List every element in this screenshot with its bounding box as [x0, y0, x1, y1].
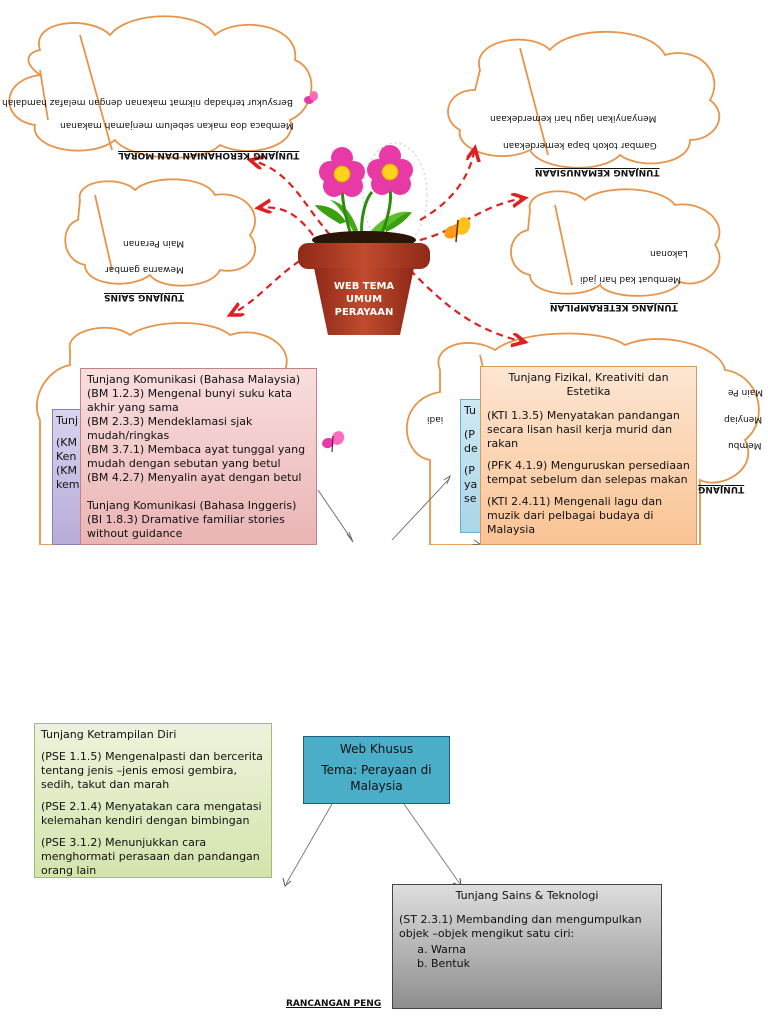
web-khusus-title: Web Khusus: [339, 742, 414, 756]
web-khusus-subtitle: Tema: Perayaan di Malaysia: [321, 763, 432, 793]
cloud-kemanusiaan-title: TUNJANG KEMANUSIAAN: [535, 167, 660, 177]
connector-lines-top: [317, 474, 482, 545]
footer-title: RANCANGAN PENG: [286, 999, 382, 1009]
cloud-right-bottom-item: Membu: [728, 440, 762, 450]
box-tunjang-komunikasi: Tunjang Komunikasi (Bahasa Malaysia) (BM…: [80, 368, 317, 545]
cloud-keterampilan-title: TUNJANG KETERAMPILAN: [550, 302, 678, 312]
cloud-keterampilan: [510, 188, 721, 297]
pot-label: WEB TEMA UMUM PERAYAAN: [333, 281, 395, 318]
cloud-right-bottom-fragment: iadi: [427, 414, 444, 424]
cloud-right-bottom-item: Main Pe: [728, 387, 763, 397]
box-tunjang-sains-teknologi: Tunjang Sains & Teknologi (ST 2.3.1) Mem…: [392, 884, 662, 1009]
cloud-moral: [8, 15, 313, 159]
cloud-sains-title: TUNJANG SAINS: [104, 292, 185, 302]
cloud-sains: [64, 178, 257, 287]
box-title: Tunjang Ketrampilan Diri: [41, 728, 177, 741]
cloud-keterampilan-item: Lakonan: [650, 248, 688, 258]
cloud-right-bottom-title: TUNJANG: [698, 484, 745, 494]
cloud-moral-title: TUNJANG KEROHANIAN DAN MORAL: [118, 150, 300, 160]
box-tunjang-fizikal: Tunjang Fizikal, Kreativiti dan Estetika…: [480, 366, 697, 545]
butterfly-icon-pink: [322, 431, 345, 453]
list-item: Warna: [431, 943, 655, 957]
cloud-kemanusiaan-item: Gambar tokoh bapa kemerdekaan: [503, 140, 657, 150]
butterfly-icon-pink-top: [304, 91, 318, 104]
cloud-keterampilan-item: Membuat kad hari jadi: [580, 274, 682, 284]
box-title: Tunjang Sains & Teknologi: [455, 889, 599, 902]
flower-right: [367, 145, 413, 195]
criteria-list: Warna Bentuk: [399, 943, 655, 971]
box-title: Tunjang Fizikal, Kreativiti dan Estetika: [508, 371, 669, 398]
list-item: Bentuk: [431, 957, 655, 971]
butterfly-icon-orange: [444, 217, 471, 243]
cloud-moral-item: Membaca doa makan sebelum menjamah makan…: [60, 120, 294, 130]
cloud-kemanusiaan-item: Menyanyikan lagu hari kemerdekaan: [490, 113, 657, 123]
cloud-right-bottom-item: Menyiap: [724, 414, 763, 424]
cloud-sains-item: Main Peranan: [123, 238, 185, 248]
box-tunjang-ketrampilan-diri: Tunjang Ketrampilan Diri (PSE 1.1.5) Men…: [34, 723, 272, 878]
box-title: Tunjang Komunikasi (Bahasa Inggeris): [87, 499, 297, 512]
box-web-khusus: Web Khusus Tema: Perayaan di Malaysia: [303, 736, 450, 804]
cloud-sains-item: Mewarna gambar: [105, 264, 184, 274]
web-arrows: [230, 148, 525, 342]
flower-pot: [298, 231, 430, 335]
box-title: Tunjang Komunikasi (Bahasa Malaysia): [87, 373, 301, 386]
flower-left: [319, 147, 365, 197]
cloud-moral-item: Bersyukur terhadap nikmat makanan dengan…: [2, 97, 293, 107]
